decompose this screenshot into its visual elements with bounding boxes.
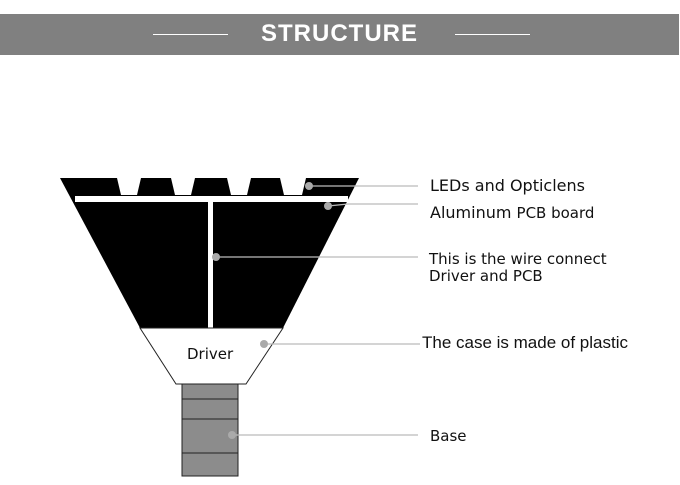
header-banner: STRUCTURE [0, 14, 679, 55]
lamp-base [181, 383, 239, 477]
callout-leds: LEDs and Opticlens [430, 176, 585, 195]
wire [208, 202, 213, 328]
banner-rule-right [455, 34, 530, 35]
callout-base: Base [430, 427, 467, 445]
callout-leds-text-b: lens [552, 176, 585, 195]
callout-wire-line1: This is the wire connect [429, 250, 607, 268]
callout-pcb-text: Aluminum [430, 203, 512, 222]
callout-case: The case is made of plastic [422, 333, 628, 352]
callout-dots [212, 182, 332, 439]
pcb-board [75, 196, 348, 202]
page-title: STRUCTURE [261, 20, 418, 47]
driver-label: Driver [187, 345, 234, 363]
callout-pcb: Aluminum PCB board [430, 203, 594, 222]
callout-leds-text: LEDs and Optic [430, 176, 553, 195]
callout-pcb-text-b: PCB board [516, 204, 595, 222]
callout-wire-line2: Driver and PCB [429, 267, 543, 285]
driver-case [139, 327, 284, 385]
callout-lines [216, 185, 420, 436]
banner-rule-left [153, 34, 228, 35]
led-lens-gaps [117, 178, 306, 195]
